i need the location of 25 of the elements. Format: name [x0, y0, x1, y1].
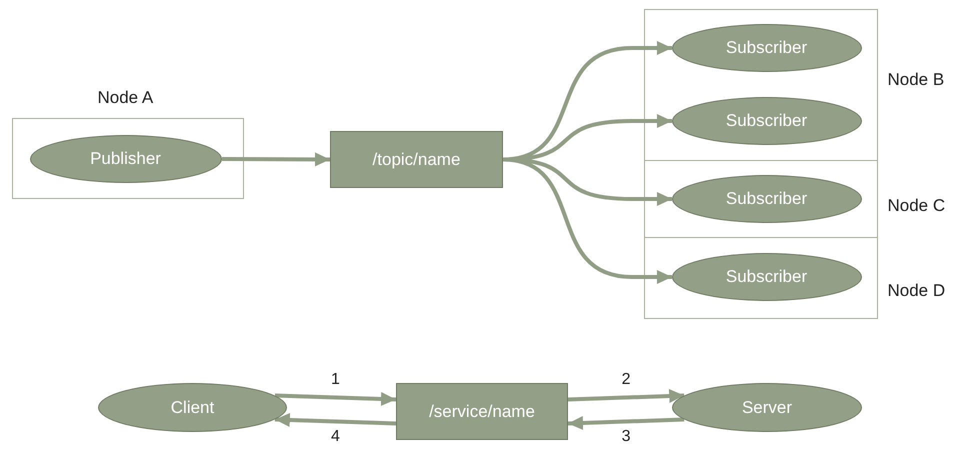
node-label: /service/name	[429, 402, 535, 422]
edge-label: 2	[622, 370, 631, 388]
arrow	[568, 389, 684, 403]
edge-label: 1	[330, 370, 340, 388]
topic-box	[330, 131, 503, 188]
edge-label: 4	[330, 428, 340, 446]
node-label: Subscriber	[726, 38, 808, 58]
topic-box	[396, 383, 568, 440]
arrow	[274, 413, 396, 427]
node-label: /topic/name	[372, 150, 460, 170]
arrow	[222, 152, 330, 166]
arrow	[274, 392, 396, 406]
node-label: Server	[742, 398, 792, 418]
node-label: Subscriber	[726, 110, 808, 130]
arrow	[502, 158, 672, 284]
node-heading: Node B	[888, 70, 944, 90]
node-heading: Node A	[98, 88, 154, 108]
node-label: Subscriber	[726, 188, 808, 208]
node-heading: Node C	[888, 196, 946, 216]
arrow	[568, 416, 684, 430]
node-label: Client	[170, 398, 214, 418]
node-label: Publisher	[90, 148, 161, 168]
node-label: Subscriber	[726, 266, 808, 286]
node-heading: Node D	[888, 280, 946, 300]
edge-label: 3	[622, 428, 631, 446]
